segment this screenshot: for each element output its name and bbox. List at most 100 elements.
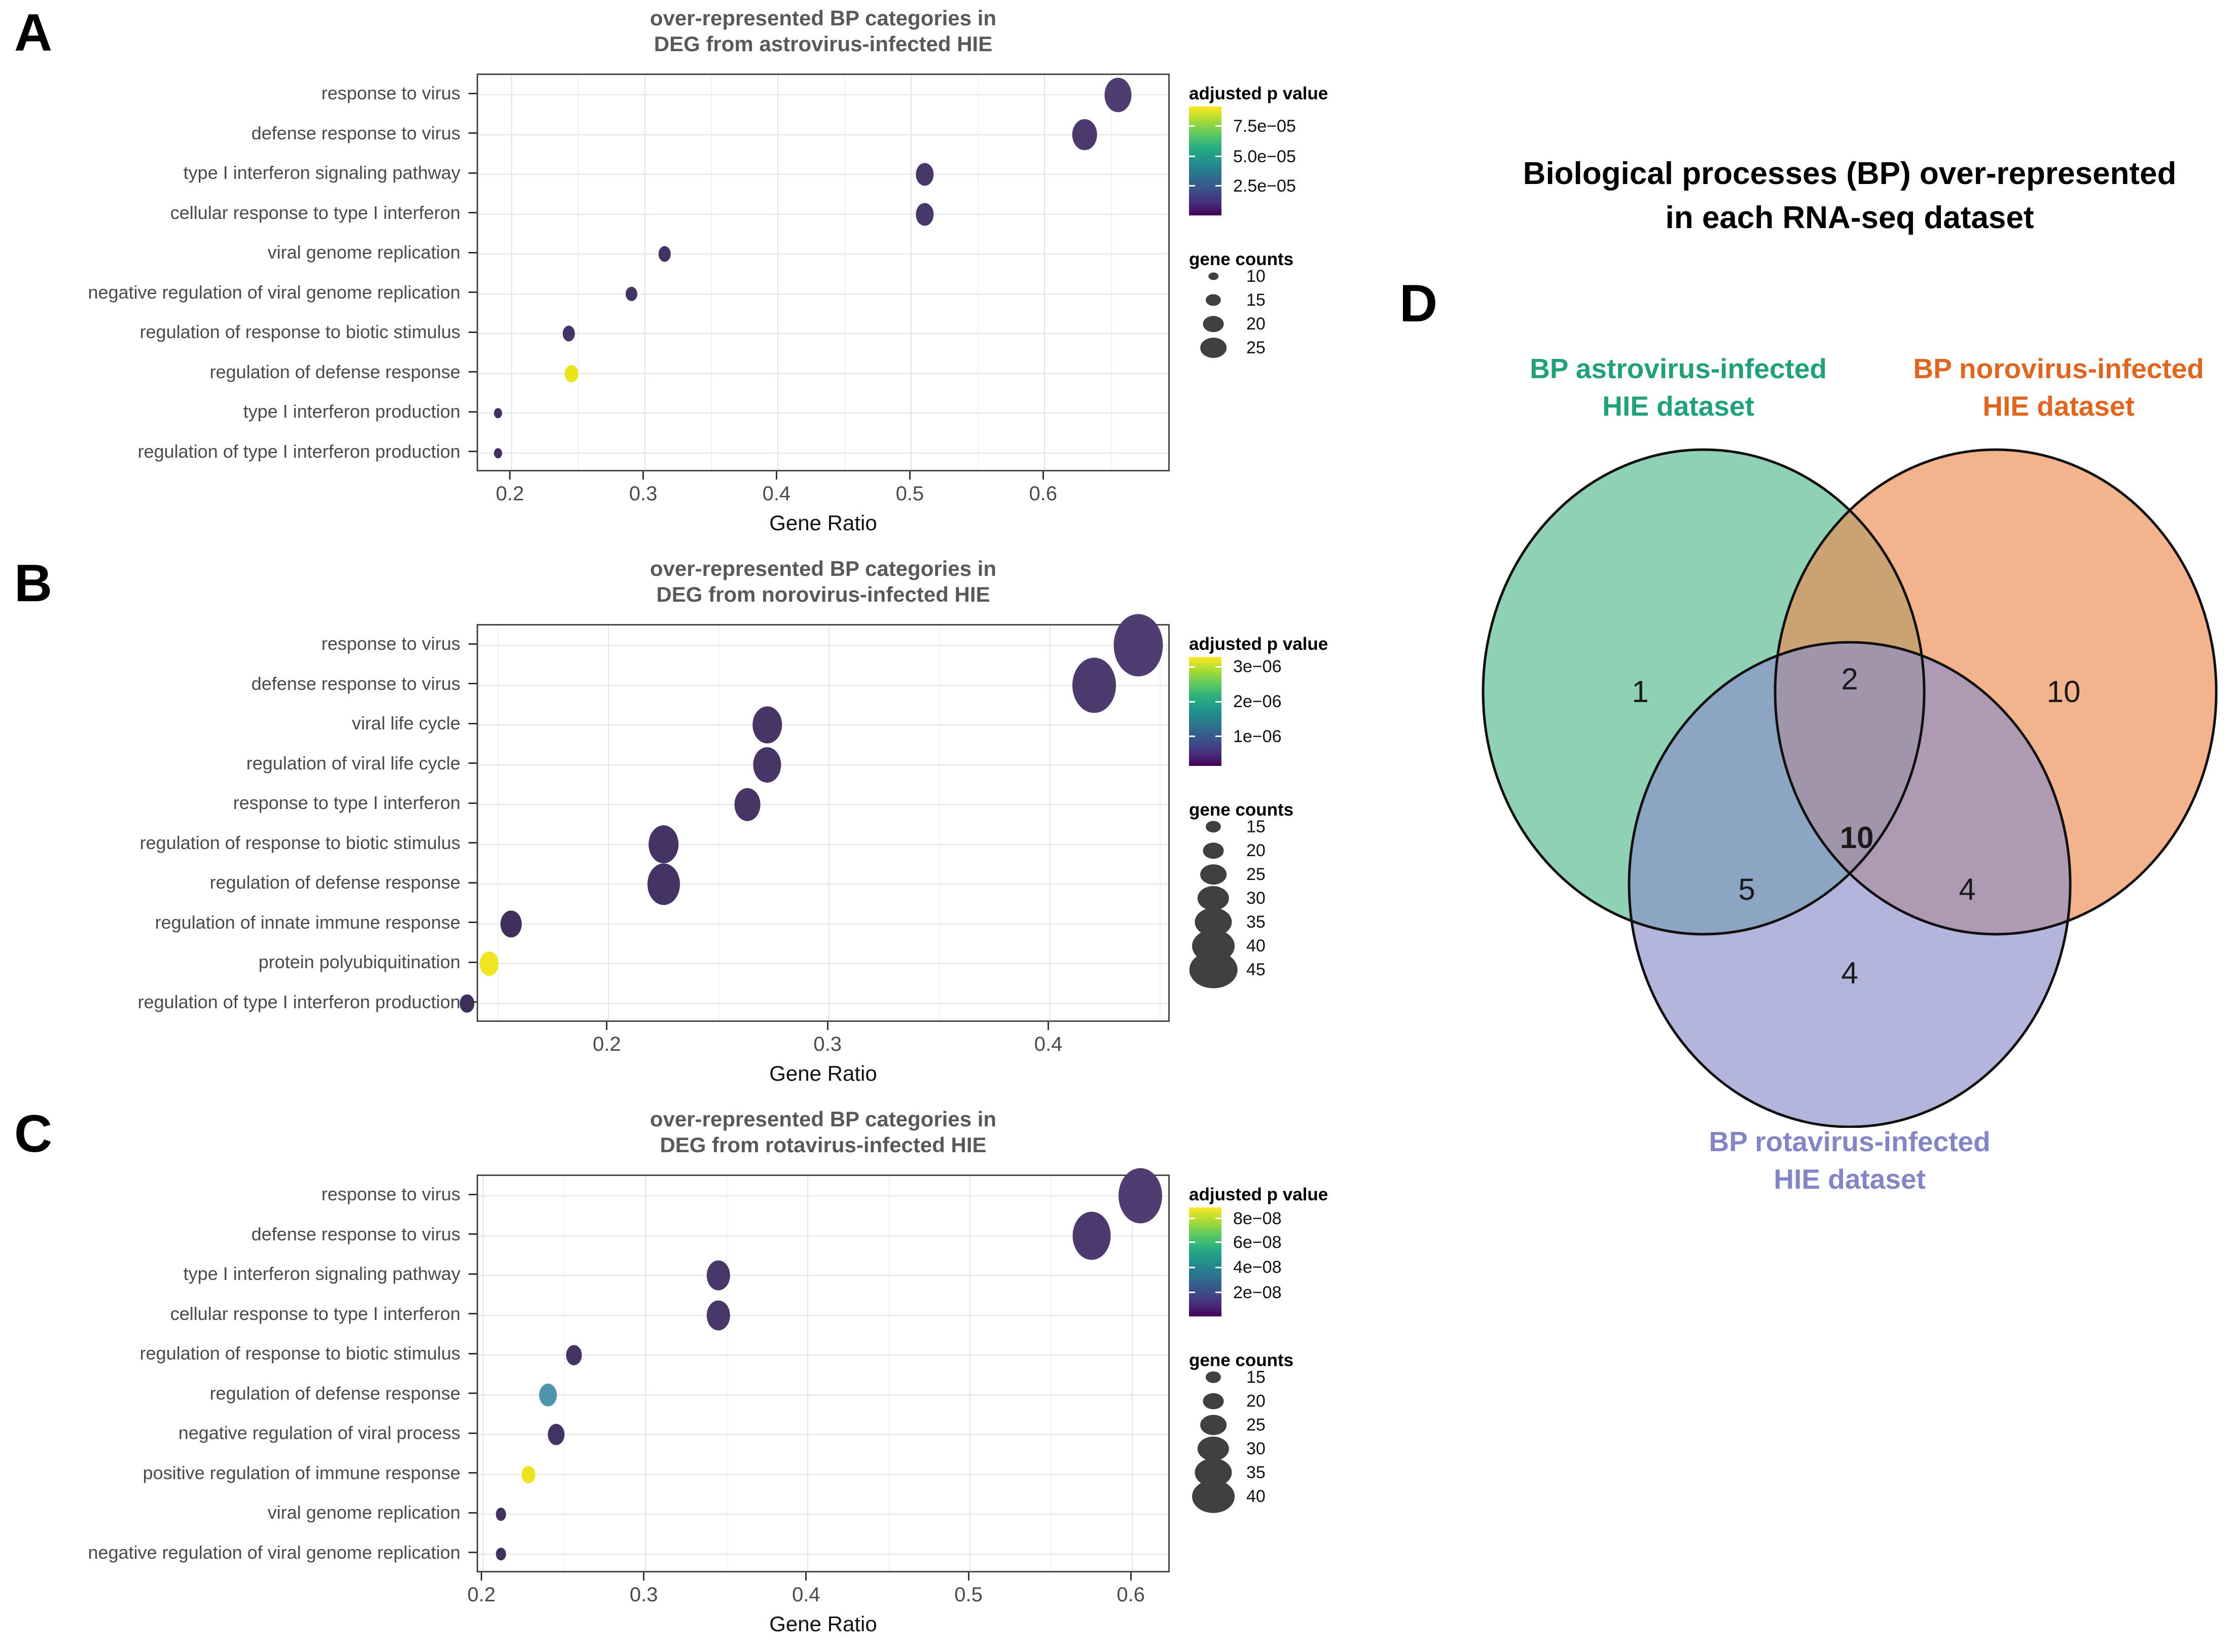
data-point	[658, 246, 671, 262]
category-label: regulation of defense response	[209, 872, 460, 893]
y-tick-mark	[469, 961, 477, 963]
row-gridline	[478, 1003, 1168, 1004]
data-point	[495, 1508, 506, 1521]
size-legend-label: 30	[1246, 889, 1266, 908]
major-gridline	[1044, 75, 1046, 470]
y-tick-mark	[469, 1313, 477, 1315]
data-point	[734, 788, 761, 821]
y-tick-mark	[469, 683, 477, 685]
gradient-tick-mark	[1189, 1218, 1195, 1219]
minor-gridline	[977, 75, 979, 470]
gradient-tick-label: 3e−06	[1233, 657, 1282, 677]
x-tick-label: 0.4	[792, 1584, 820, 1606]
size-legend-label: 40	[1246, 936, 1266, 956]
x-axis-label: Gene Ratio	[769, 1612, 877, 1636]
data-point	[752, 706, 782, 744]
gene-counts-legend-title: gene counts	[1189, 1350, 1294, 1370]
data-point	[479, 951, 499, 976]
panel-letter-d: D	[1399, 274, 1438, 333]
y-tick-mark	[469, 291, 477, 293]
category-label: negative regulation of viral genome repl…	[88, 1541, 460, 1563]
size-legend-dot	[1200, 338, 1227, 358]
panel-letter-b: B	[14, 554, 53, 613]
x-tick-mark	[643, 1572, 645, 1581]
data-point	[753, 747, 781, 783]
x-tick-label: 0.2	[495, 483, 524, 505]
plot-title-astrovirus: over-represented BP categories in DEG fr…	[477, 5, 1170, 57]
data-point	[915, 163, 934, 186]
y-tick-mark	[469, 1512, 477, 1514]
venn-circle-rotavirus-outline	[1628, 641, 2072, 1128]
row-gridline	[478, 963, 1168, 965]
category-label: cellular response to type I interferon	[170, 1303, 460, 1324]
row-gridline	[478, 134, 1168, 135]
gradient-tick-mark	[1189, 1241, 1195, 1243]
category-label: regulation of innate immune response	[155, 911, 460, 933]
data-point	[626, 286, 637, 301]
venn-set-label-rotavirus: BP rotavirus-infected HIE dataset	[1647, 1123, 2052, 1198]
size-legend-label: 20	[1246, 841, 1266, 860]
gradient-tick-mark	[1189, 185, 1195, 187]
row-gridline	[478, 373, 1168, 374]
minor-gridline	[497, 626, 499, 1020]
category-label: response to virus	[321, 83, 460, 104]
y-tick-mark	[469, 1432, 477, 1434]
gradient-tick-mark	[1215, 666, 1221, 668]
viridis-gradient-bar	[1189, 1207, 1221, 1316]
x-tick-mark	[481, 1572, 483, 1581]
gene-counts-legend-title: gene counts	[1189, 249, 1294, 269]
major-gridline	[1049, 626, 1051, 1020]
category-label: regulation of type I interferon producti…	[137, 991, 460, 1012]
venn-count-all-three: 10	[1840, 821, 1874, 855]
venn-title-line1: Biological processes (BP) over-represent…	[1523, 156, 2177, 191]
venn-set-label-line2: HIE dataset	[1983, 390, 2135, 422]
venn-count-rotavirus-only: 4	[1841, 956, 1858, 990]
data-point	[648, 825, 679, 864]
size-legend-dot	[1189, 951, 1238, 988]
panel-letter-a: A	[14, 4, 53, 62]
row-gridline	[478, 1553, 1168, 1555]
row-gridline	[478, 1235, 1168, 1236]
plot-title-line2: DEG from astrovirus-infected HIE	[654, 32, 993, 56]
size-legend-dot	[1205, 294, 1221, 306]
category-label: response to virus	[321, 1184, 460, 1205]
y-tick-mark	[469, 762, 477, 764]
row-gridline	[478, 1434, 1168, 1436]
row-gridline	[478, 684, 1168, 686]
row-gridline	[478, 253, 1168, 255]
venn-circle-rotavirus	[1629, 642, 2070, 1127]
row-gridline	[478, 452, 1168, 454]
category-label: response to type I interferon	[233, 792, 460, 814]
size-legend-label: 15	[1246, 817, 1266, 836]
size-legend-dot	[1197, 1437, 1230, 1461]
venn-circle-norovirus-outline	[1774, 448, 2218, 936]
data-point	[706, 1260, 730, 1291]
size-legend-label: 40	[1246, 1487, 1266, 1506]
minor-gridline	[1051, 1176, 1052, 1571]
data-point	[548, 1424, 565, 1446]
category-label: type I interferon signaling pathway	[183, 162, 460, 183]
row-gridline	[478, 724, 1168, 726]
size-legend-dot	[1197, 886, 1230, 910]
venn-set-label-line2: HIE dataset	[1774, 1163, 1926, 1195]
y-tick-mark	[469, 172, 477, 174]
row-gridline	[478, 1394, 1168, 1396]
minor-gridline	[578, 75, 579, 470]
category-label: viral life cycle	[351, 713, 460, 734]
y-tick-mark	[469, 132, 477, 134]
x-tick-mark	[642, 471, 644, 480]
x-tick-label: 0.2	[593, 1033, 621, 1055]
x-tick-label: 0.3	[629, 1584, 658, 1606]
size-legend-label: 25	[1246, 1415, 1266, 1435]
y-tick-mark	[469, 251, 477, 253]
x-tick-mark	[606, 1022, 608, 1030]
size-legend-dot	[1200, 864, 1227, 885]
x-tick-label: 0.2	[467, 1584, 496, 1606]
row-gridline	[478, 1474, 1168, 1475]
gradient-tick-mark	[1215, 125, 1221, 127]
data-point	[562, 325, 575, 342]
y-tick-mark	[469, 1001, 477, 1003]
x-tick-mark	[909, 471, 911, 480]
x-axis-label: Gene Ratio	[769, 1061, 877, 1085]
plot-title-line2: DEG from norovirus-infected HIE	[656, 582, 990, 607]
